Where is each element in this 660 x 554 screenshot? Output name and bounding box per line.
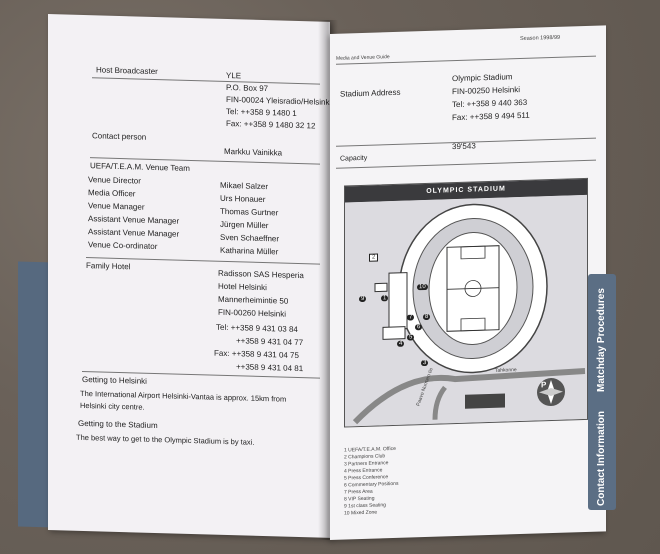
hotel-phone: Fax: ++358 9 431 04 75 [214, 348, 299, 361]
page-header-left: Media and Venue Guide [336, 54, 390, 62]
capacity-label: Capacity [340, 154, 368, 163]
hotel-phone: ++358 9 431 04 81 [236, 362, 304, 374]
team-role: Venue Director [88, 175, 141, 186]
team-role: Assistant Venue Manager [88, 214, 180, 226]
tab-contact-information: Contact Information [596, 411, 607, 506]
team-role: Venue Manager [88, 201, 145, 212]
capacity-value: 39'543 [452, 141, 476, 152]
team-name: Thomas Gurtner [220, 206, 279, 218]
stadium-address-label: Stadium Address [340, 87, 401, 99]
stadium-map-drawing [345, 194, 587, 427]
host-broadcaster-label: Host Broadcaster [96, 65, 158, 77]
stadium-address-line: FIN-00250 Helsinki [452, 85, 521, 97]
tab-matchday-procedures: Matchday Procedures [596, 288, 607, 392]
host-line: FIN-00024 Yleisradio/Helsinki [226, 94, 330, 107]
divider [336, 159, 596, 169]
team-role: Assistant Venue Manager [88, 227, 180, 239]
getting-stadium-label: Getting to the Stadium [78, 418, 158, 431]
map-street: Tahkonne [495, 367, 517, 374]
stadium-address-line: Olympic Stadium [452, 72, 513, 84]
contact-person-label: Contact person [92, 131, 147, 142]
legend-item: 6 Commentary Positions [344, 480, 399, 489]
team-name: Urs Honauer [220, 193, 266, 205]
right-blue-tab: Matchday Procedures Contact Information [588, 274, 616, 510]
team-role: Venue Co-ordinator [88, 240, 158, 252]
legend-item: 10 Mixed Zone [344, 509, 378, 517]
stadium-address-line: Tel: ++358 9 440 363 [452, 97, 528, 110]
host-line: P.O. Box 97 [226, 82, 269, 94]
stadium-address-line: Fax: ++358 9 494 511 [452, 110, 530, 123]
stadium-map: OLYMPIC STADIUM [344, 177, 588, 428]
hotel-phone: Tel: ++358 9 431 03 84 [216, 322, 298, 334]
legend-item: 8 VIP Seating [344, 495, 375, 503]
legend-item: 9 1st class Seating [344, 502, 386, 510]
host-line: Tel: ++358 9 1480 1 [226, 106, 297, 118]
hotel-line: Mannerheimintie 50 [218, 294, 289, 306]
map-marker: 10 [417, 283, 428, 291]
hotel-line: Hotel Helsinki [218, 281, 267, 293]
hotel-line: FIN-00260 Helsinki [218, 307, 287, 319]
hotel-phone: ++358 9 431 04 77 [236, 336, 304, 348]
hotel-label: Family Hotel [86, 261, 131, 272]
host-line: YLE [226, 70, 242, 81]
team-role: Media Officer [88, 188, 136, 199]
team-name: Jürgen Müller [220, 219, 269, 231]
getting-stadium-text: The best way to get to the Olympic Stadi… [76, 432, 255, 447]
hotel-line: Radisson SAS Hesperia [218, 268, 304, 281]
left-page: Host Broadcaster YLE P.O. Box 97 FIN-000… [48, 14, 330, 538]
map-legend: 1 UEFA/T.E.A.M. Office 2 Champions Club … [330, 25, 606, 517]
page-header-right: Season 1998/99 [520, 34, 561, 43]
map-marker: 2 [369, 253, 379, 262]
getting-helsinki-text: Helsinki city centre. [80, 400, 145, 412]
team-name: Mikael Salzer [220, 180, 269, 192]
parking-label: P [541, 380, 547, 390]
contact-person-value: Markku Vainikka [224, 146, 283, 158]
getting-helsinki-label: Getting to Helsinki [82, 374, 147, 386]
team-name: Katharina Müller [220, 245, 279, 257]
host-line: Fax: ++358 9 1480 32 12 [226, 118, 316, 131]
legend-item: 1 UEFA/T.E.A.M. Office [344, 445, 396, 454]
team-name: Sven Schaeffner [220, 232, 280, 244]
divider [92, 77, 320, 85]
team-label: UEFA/T.E.A.M. Venue Team [90, 161, 190, 173]
legend-item: 4 Press Entrance [344, 467, 383, 475]
legend-item: 7 Press Area [344, 488, 373, 496]
right-page: Media and Venue Guide Season 1998/99 Sta… [330, 25, 606, 540]
